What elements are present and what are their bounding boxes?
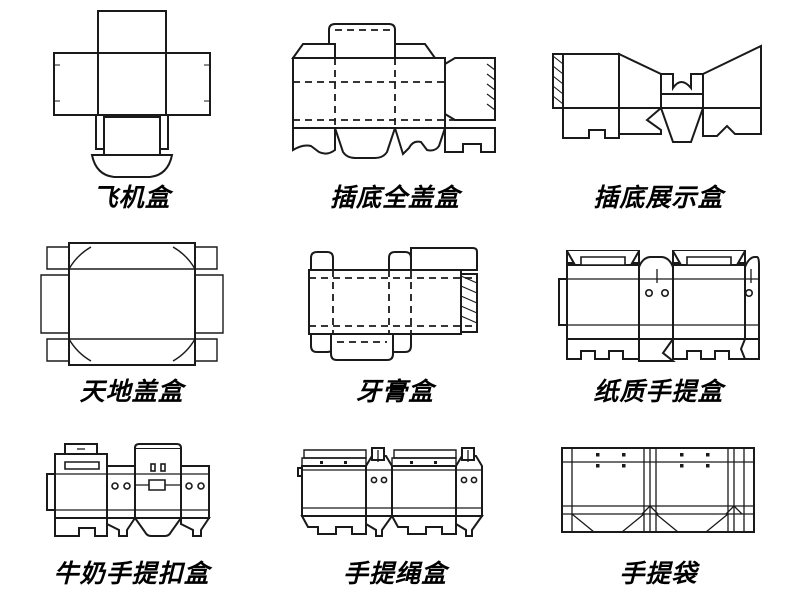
caption-rope-handle-box: 手提绳盒 <box>342 559 447 588</box>
dieline-cell-tuck-bottom-display-box[interactable]: 插底展示盒 <box>527 0 790 228</box>
caption-handbag: 手提袋 <box>619 559 698 588</box>
dieline-cell-rope-handle-box[interactable]: 手提绳盒 <box>263 418 526 606</box>
tuck-bottom-display-box-dieline <box>527 0 790 185</box>
paper-handle-box-dieline <box>527 228 790 379</box>
dieline-cell-toothpaste-box[interactable]: 牙膏盒 <box>263 228 526 418</box>
handbag-dieline <box>527 418 790 561</box>
caption-toothpaste-box: 牙膏盒 <box>355 377 434 406</box>
toothpaste-box-dieline <box>263 228 526 379</box>
dieline-cell-handbag[interactable]: 手提袋 <box>527 418 790 606</box>
dieline-cell-tuck-bottom-full-cover-box[interactable]: 插底全盖盒 <box>263 0 526 228</box>
caption-paper-handle-box: 纸质手提盒 <box>593 377 724 406</box>
rope-handle-box-dieline <box>263 418 526 561</box>
lid-and-base-box-dieline <box>0 228 263 379</box>
caption-tuck-bottom-full-cover-box: 插底全盖盒 <box>329 183 460 212</box>
tuck-bottom-full-cover-box-dieline <box>263 0 526 185</box>
dieline-cell-milk-handle-buckle-box[interactable]: 牛奶手提扣盒 <box>0 418 263 606</box>
caption-tuck-bottom-display-box: 插底展示盒 <box>593 183 724 212</box>
caption-lid-and-base-box: 天地盖盒 <box>79 377 184 406</box>
dieline-cell-airplane-box[interactable]: 飞机盒 <box>0 0 263 228</box>
caption-milk-handle-buckle-box: 牛奶手提扣盒 <box>53 559 210 588</box>
airplane-box-dieline <box>0 0 263 185</box>
dieline-cell-paper-handle-box[interactable]: 纸质手提盒 <box>527 228 790 418</box>
milk-handle-buckle-box-dieline <box>0 418 263 561</box>
caption-airplane-box: 飞机盒 <box>92 183 171 212</box>
dieline-cell-lid-and-base-box[interactable]: 天地盖盒 <box>0 228 263 418</box>
